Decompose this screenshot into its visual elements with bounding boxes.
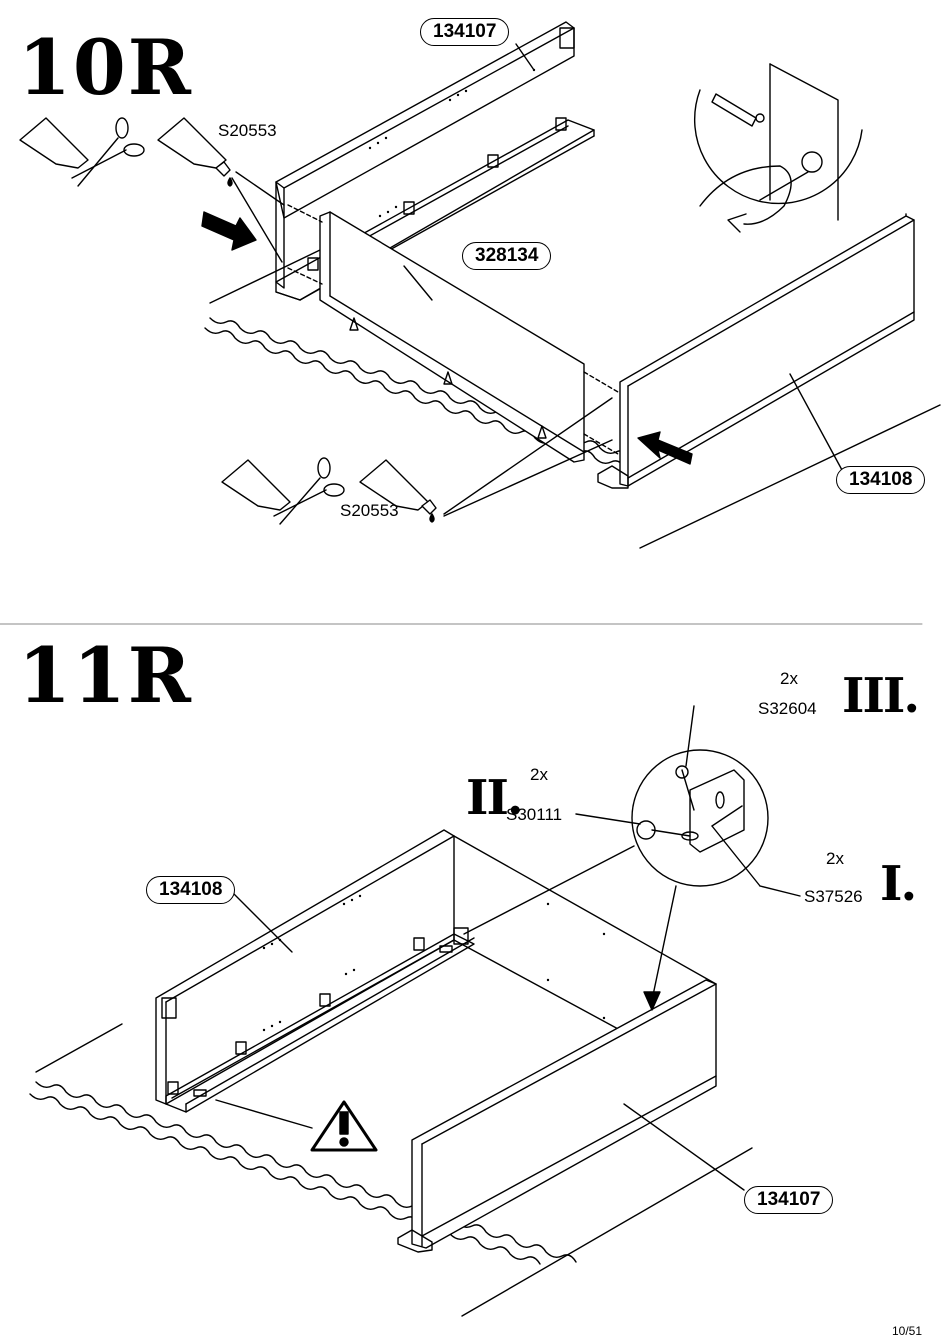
glue-icon-bottom (221, 459, 437, 523)
hardware-roman-ii: II. (466, 770, 524, 826)
floor-11r (29, 1023, 753, 1317)
cam-lock-detail (693, 63, 863, 233)
hardware-roman-i: I. (880, 856, 917, 912)
glue-code-bottom: S20553 (340, 501, 399, 520)
hardware-code-ii: S30111 (506, 805, 563, 824)
hardware-code-i: S37526 (804, 887, 863, 906)
panel-134107-back (275, 21, 595, 301)
part-label-134108-11r: 134108 (146, 876, 236, 904)
glue-icon-top (19, 117, 233, 187)
push-arrow-left (201, 211, 257, 251)
hardware-roman-iii: III. (842, 668, 920, 724)
panel-134108-11r (155, 829, 717, 1113)
hardware-qty-i: 2x (826, 849, 844, 868)
part-label-328134: 328134 (462, 242, 552, 270)
hardware-qty-ii: 2x (530, 765, 548, 784)
part-label-134107-11r: 134107 (744, 1186, 834, 1214)
step-number-10r: 10R (18, 23, 193, 112)
push-arrow-right (637, 431, 693, 465)
page-number: 10/51 (891, 1324, 922, 1338)
glue-code-top: S20553 (218, 121, 277, 140)
scissors-icon-bottom (273, 457, 345, 525)
hardware-code-iii: S32604 (758, 699, 817, 718)
part-label-134107-10r: 134107 (420, 18, 510, 46)
bracket-detail (463, 749, 769, 1011)
warning-icon (215, 1099, 378, 1152)
part-label-134108-10r: 134108 (836, 466, 926, 494)
panel-134107-11r (397, 979, 717, 1253)
step-number-11r: 11R (18, 631, 193, 720)
panel-328134 (319, 211, 585, 463)
panel-134108-front (597, 213, 915, 489)
hardware-qty-iii: 2x (780, 669, 798, 688)
scissors-icon-top (71, 117, 145, 187)
